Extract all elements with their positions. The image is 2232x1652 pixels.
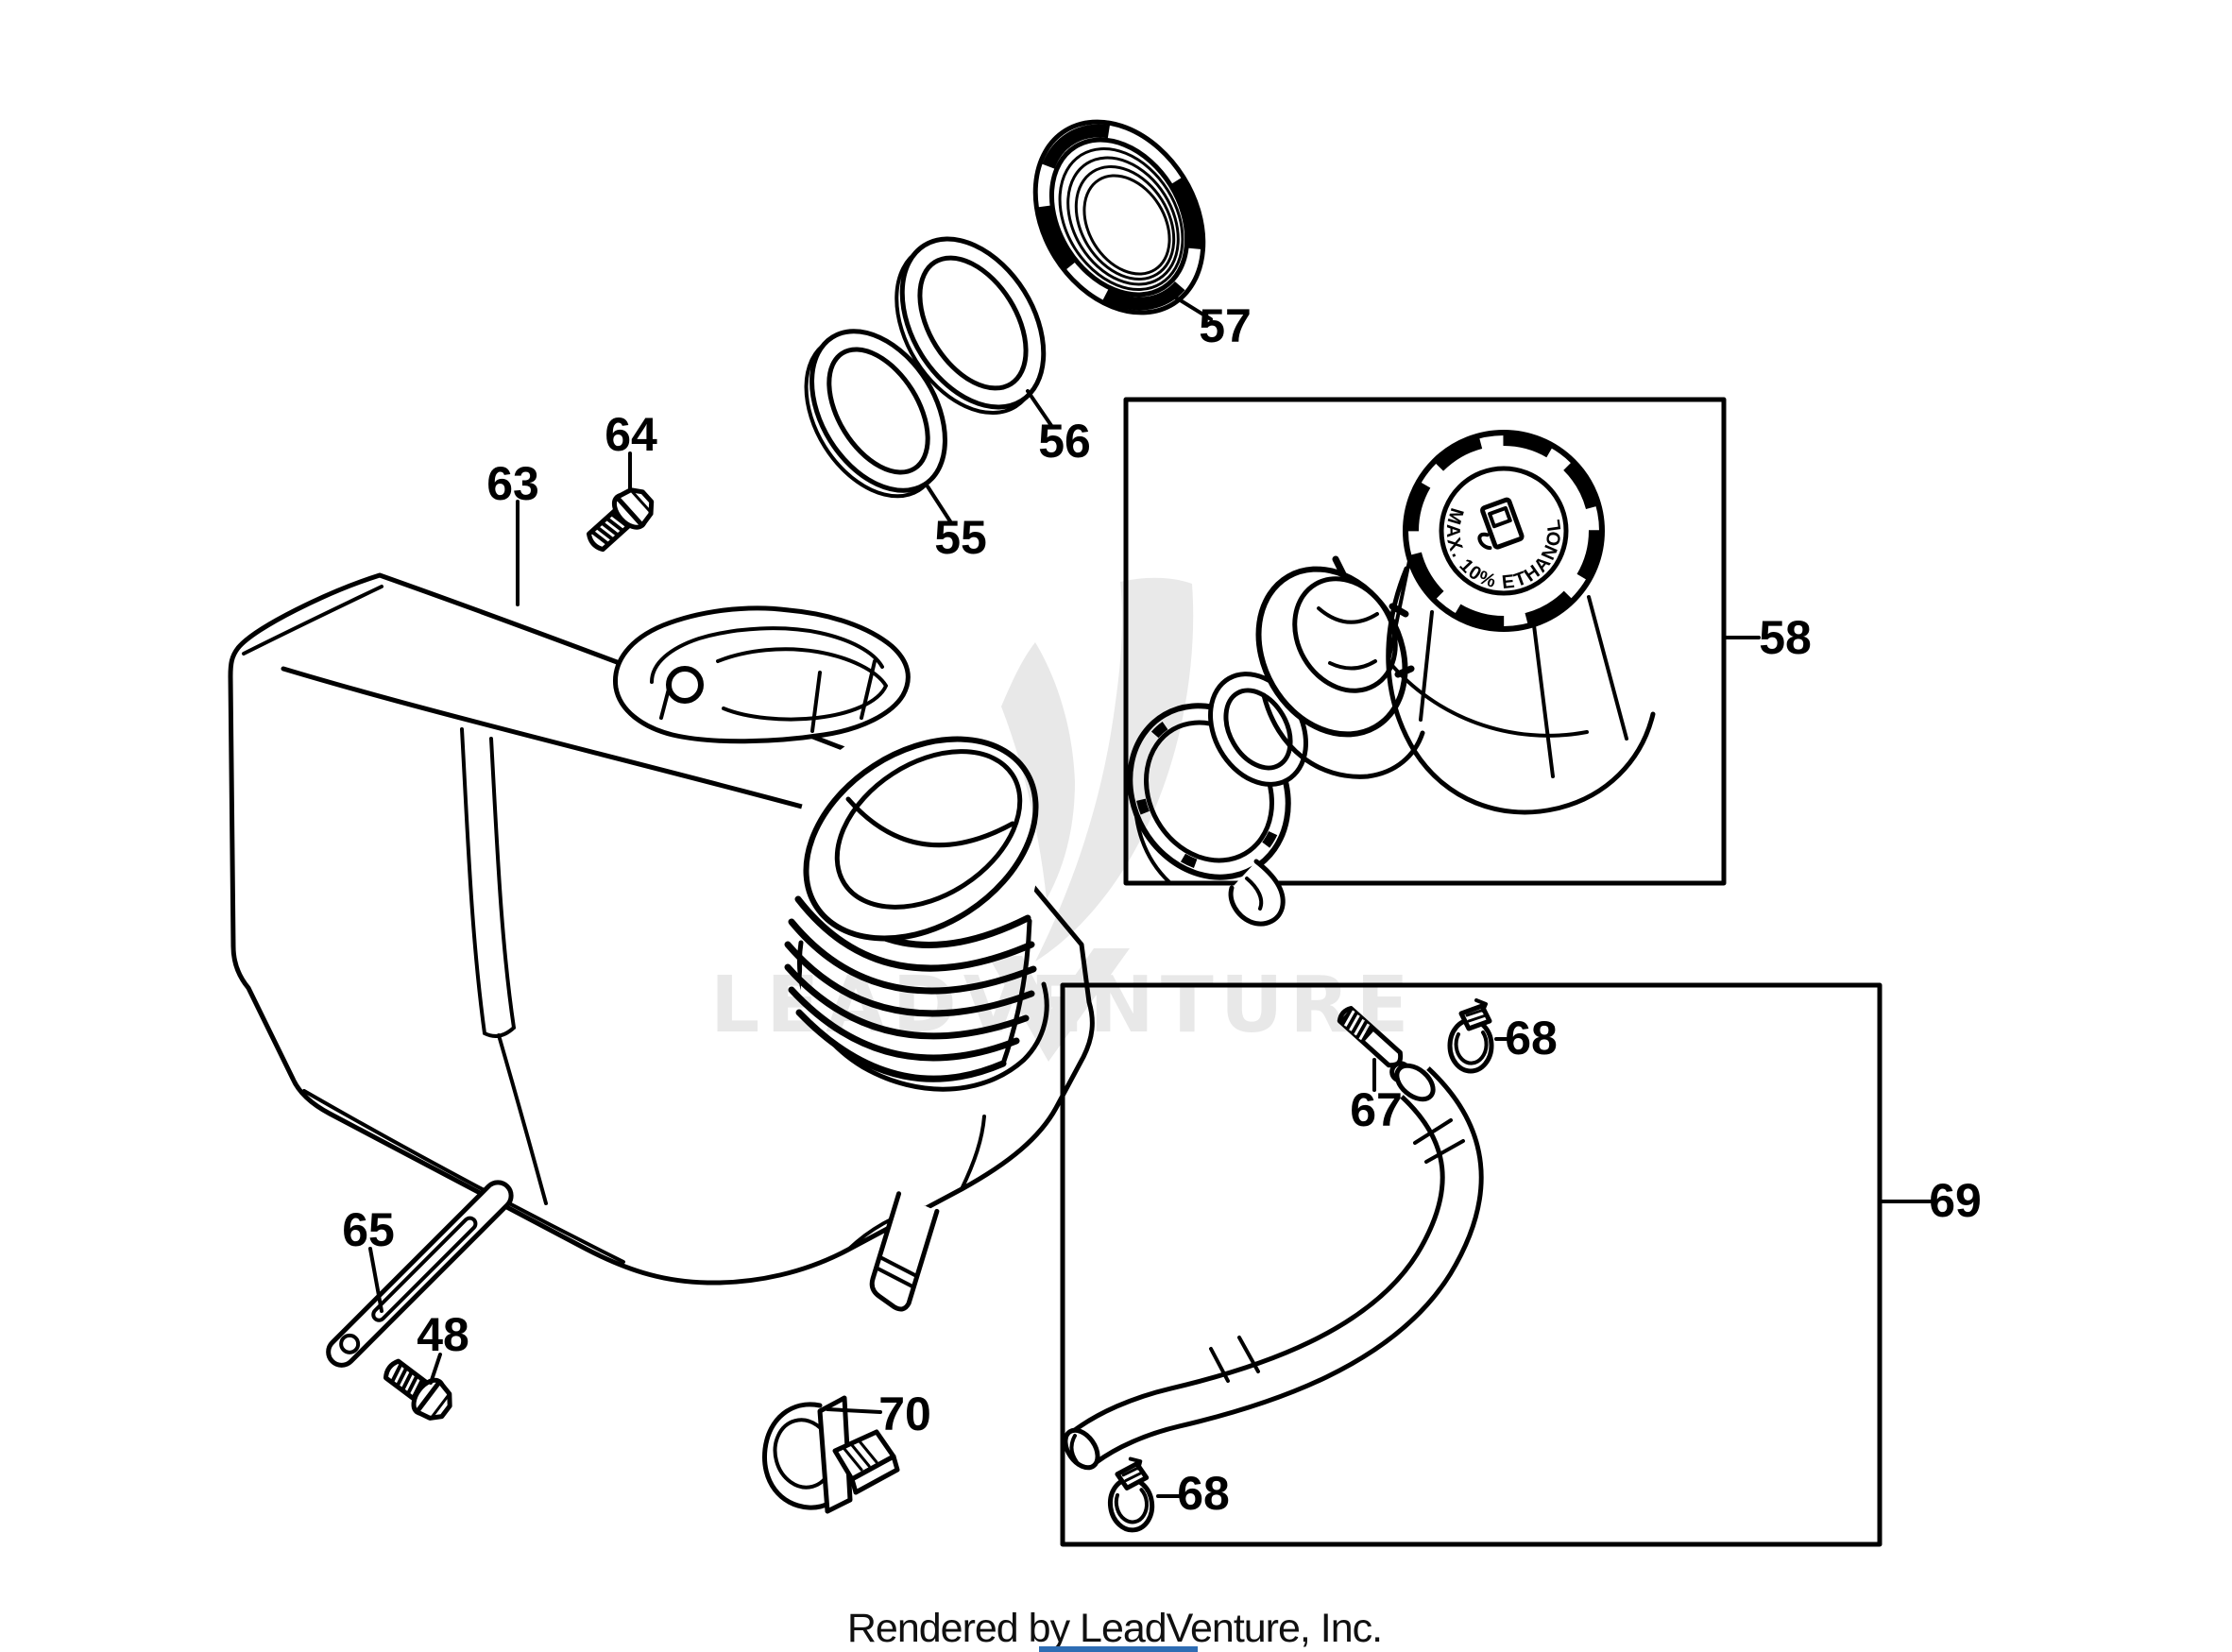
flange-bolt-64 [581,482,659,557]
callout-63[interactable]: 63 [486,457,539,510]
leadventure-watermark: LEADVENTURE [710,577,1416,1062]
flame-icon [1035,577,1194,962]
fuel-line-assembly-box [1060,982,1883,1547]
flange-bolt-48 [378,1353,457,1425]
lock-ring-57 [1032,119,1206,315]
fuel-cap-assembly-box: MAX. 10% ETHANOL [1123,397,1727,927]
footer-accent-bar [1039,1646,1198,1652]
callout-68-lower[interactable]: 68 [1177,1467,1230,1520]
watermark-text: LEADVENTURE [710,961,1416,1050]
callout-55[interactable]: 55 [934,511,987,564]
fuel-cap: MAX. 10% ETHANOL [1386,430,1656,815]
callout-64[interactable]: 64 [605,408,657,461]
seal-ring-56 [895,236,1047,415]
cap-vent-cup [1255,555,1425,779]
seal-ring-55 [804,329,947,499]
callout-leader-lines [368,293,1934,1498]
tank-filler-neck [784,723,1043,1082]
fuel-pump-icon [1477,497,1525,551]
strap-65 [326,1180,514,1368]
v-mark-icon [988,948,1130,1062]
callout-48[interactable]: 48 [417,1308,469,1361]
tank-outlet-spout [869,1191,940,1312]
callout-57[interactable]: 57 [1199,299,1252,352]
tank-mount-bracket [613,605,911,744]
callout-69[interactable]: 69 [1929,1174,1982,1227]
callout-68-upper[interactable]: 68 [1505,1012,1558,1064]
callout-58[interactable]: 58 [1759,611,1812,664]
clip-70 [762,1395,900,1514]
fuel-tank [228,572,1095,1312]
fuel-hose [1063,1063,1484,1471]
callout-67[interactable]: 67 [1350,1083,1403,1136]
hose-clamp-upper [1450,1000,1491,1071]
callout-56[interactable]: 56 [1038,415,1091,468]
hose-clamp-lower [1104,1456,1155,1532]
footer-credit: Rendered by LeadVenture, Inc. [847,1606,1382,1651]
flame-wisp-icon [1001,642,1075,899]
callout-65[interactable]: 65 [342,1203,395,1256]
callout-70[interactable]: 70 [878,1388,931,1440]
